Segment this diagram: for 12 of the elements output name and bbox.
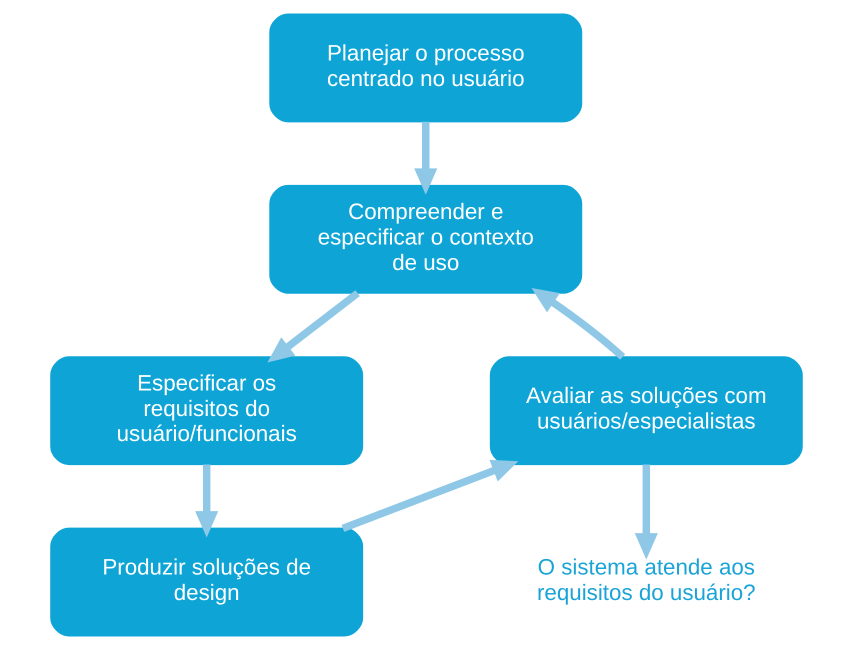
node-text: O sistema atende aos requisitos do usuário? [537, 554, 756, 605]
arrow [342, 460, 518, 532]
arrow [531, 288, 626, 360]
node-box: Compreender e especificar o contexto de uso [269, 184, 582, 294]
arrow [634, 464, 658, 560]
node-box: Produzir soluções de design [50, 528, 364, 636]
node-box: Planejar o processo centrado no usuário [269, 14, 582, 122]
arrow [267, 290, 360, 363]
node-box: Especificar os requisitos do usuário/funcionais [50, 356, 364, 466]
node-box: Avaliar as soluções com usuários/especialistas [490, 356, 803, 466]
arrow [414, 122, 438, 195]
arrow [195, 464, 218, 538]
